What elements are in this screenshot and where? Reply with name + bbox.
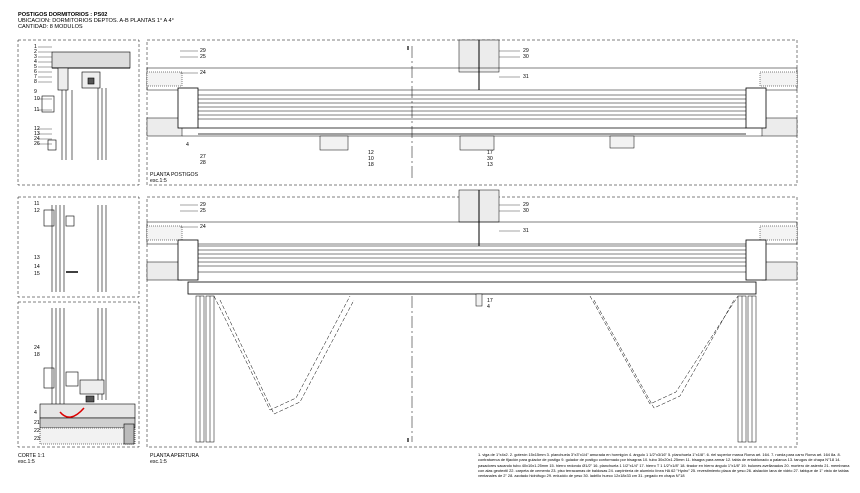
callout: 4 — [34, 59, 37, 65]
callout: 27 — [200, 154, 206, 160]
callout: 8 — [34, 79, 37, 85]
view-title-section: CORTE 1:1 — [18, 453, 45, 459]
callout: 30 — [523, 54, 529, 60]
plan-open-view — [146, 189, 798, 443]
callout: 24 — [34, 345, 40, 351]
callout: 25 — [200, 208, 206, 214]
callout: 18 — [368, 162, 374, 168]
callout: 31 — [523, 74, 529, 80]
callout: 5 — [34, 64, 37, 70]
callout: 2 — [34, 49, 37, 55]
view-title-plan-closed: PLANTA POSTIGOS — [150, 172, 199, 178]
slab-top — [51, 51, 131, 69]
section-frame-mid — [17, 196, 140, 298]
view-scale-plan-closed: esc.1:5 — [150, 178, 167, 184]
callout: 11 — [34, 107, 40, 113]
callout: 12 — [34, 208, 40, 214]
callout: 28 — [200, 160, 206, 166]
callout: 4 — [186, 142, 189, 148]
callout: 25 — [200, 54, 206, 60]
callout: 30 — [523, 208, 529, 214]
callout: 22 — [34, 428, 40, 434]
swing-paths — [213, 295, 739, 415]
drawing-title: POSTIGOS DORMITORIOS : PS02 — [18, 12, 108, 18]
callout: 29 — [200, 202, 206, 208]
leader-lines — [38, 46, 520, 232]
callout: 13 — [487, 162, 493, 168]
drawing-quantity: CANTIDAD: 8 MODULOS — [18, 24, 83, 30]
callout: 4 — [34, 410, 37, 416]
callout: 17 — [487, 150, 493, 156]
callout: 9 — [34, 89, 37, 95]
callout: 1 — [34, 44, 37, 50]
drawing-location: UBICACION: DORMITORIOS DEPTOS. A-B PLANT… — [18, 18, 174, 24]
callout: 13 — [34, 131, 40, 137]
section-frame-bottom — [17, 301, 140, 448]
section-frame-top — [17, 39, 140, 186]
callout: 29 — [523, 202, 529, 208]
callout: 29 — [200, 48, 206, 54]
view-title-plan-open: PLANTA APERTURA — [150, 453, 199, 459]
callout: 24 — [200, 70, 206, 76]
callout: 4 — [487, 304, 490, 310]
material-notes: 1. viga de 1"x4x2. 2. goterón 15x15mm 3.… — [478, 452, 850, 479]
callout: 12 — [34, 126, 40, 132]
section-view — [39, 51, 136, 445]
callout: 10 — [34, 96, 40, 102]
section-handle — [41, 95, 55, 113]
callout: 24 — [200, 224, 206, 230]
callout: 13 — [34, 255, 40, 261]
callout: 26 — [34, 141, 40, 147]
callout: 3 — [34, 54, 37, 60]
top-rail — [57, 67, 69, 91]
callout: 23 — [34, 436, 40, 442]
membrane-red — [59, 407, 85, 418]
callout: 11 — [34, 201, 40, 207]
callout: 30 — [487, 156, 493, 162]
callout: 24 — [34, 136, 40, 142]
plan-closed-view — [146, 39, 798, 180]
callout: 6 — [34, 69, 37, 75]
callout: 17 — [487, 298, 493, 304]
callout: 18 — [34, 352, 40, 358]
callout: 7 — [34, 74, 37, 80]
view-scale-plan-open: esc.1:5 — [150, 459, 167, 465]
callout: 10 — [368, 156, 374, 162]
callout: 12 — [368, 150, 374, 156]
callout: 29 — [523, 48, 529, 54]
plan-open-frame — [146, 196, 798, 448]
view-scale-section: esc.1:5 — [18, 459, 35, 465]
callout: 31 — [523, 228, 529, 234]
callout: 21 — [34, 420, 40, 426]
callout: 15 — [34, 271, 40, 277]
floor-slab — [39, 403, 136, 419]
callout: 14 — [34, 264, 40, 270]
